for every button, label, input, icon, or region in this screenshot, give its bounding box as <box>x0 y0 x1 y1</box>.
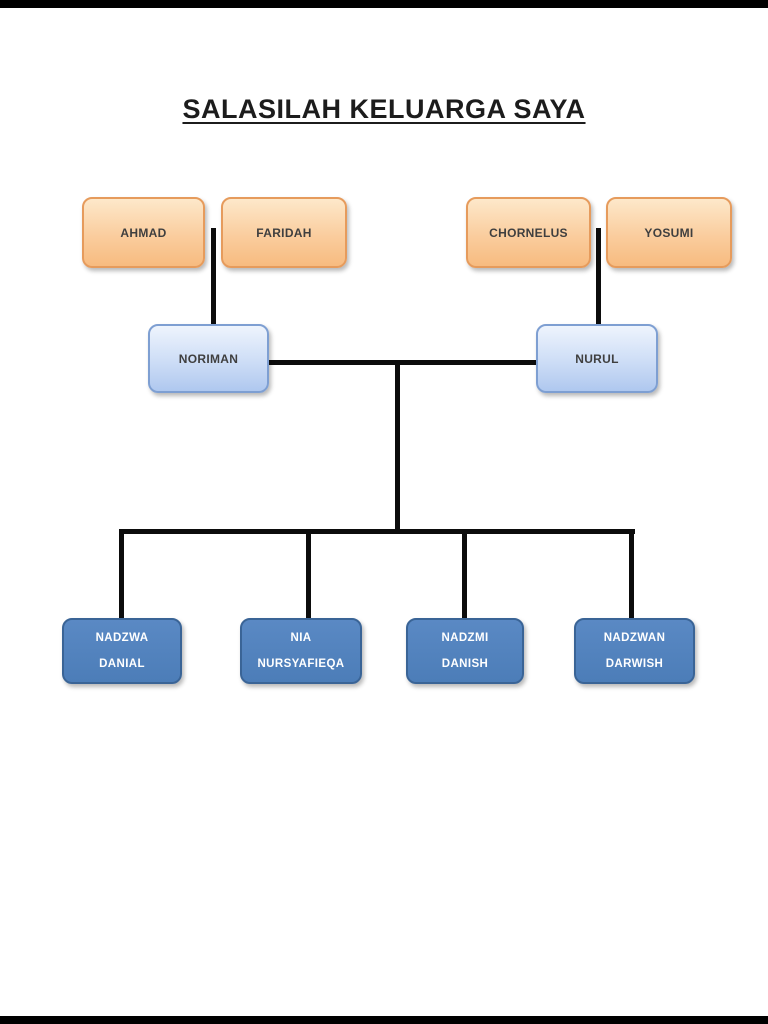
tree-node-child-3: NADZMI DANISH <box>406 618 524 684</box>
node-label: YOSUMI <box>644 225 694 240</box>
tree-node-paternal-grandmother: FARIDAH <box>221 197 347 268</box>
page-title: SALASILAH KELUARGA SAYA <box>182 94 586 124</box>
node-label-line1: NADZMI <box>441 632 489 644</box>
node-label-line1: NIA <box>290 632 312 644</box>
node-label-line2: NURSYAFIEQA <box>257 658 345 670</box>
tree-node-paternal-grandfather: AHMAD <box>82 197 205 268</box>
tree-node-maternal-grandmother: YOSUMI <box>606 197 732 268</box>
connector-parents-marriage-line <box>267 360 538 365</box>
connector-sibling-bar <box>119 529 635 534</box>
node-label-line2: DARWISH <box>605 658 664 670</box>
connector-right-couple-drop <box>596 228 601 330</box>
connector-left-couple-drop <box>211 228 216 330</box>
connector-center-drop <box>395 363 400 531</box>
node-label: NORIMAN <box>178 351 239 366</box>
node-label: CHORNELUS <box>489 225 568 240</box>
tree-node-child-2: NIA NURSYAFIEQA <box>240 618 362 684</box>
node-label-line1: NADZWAN <box>603 632 666 644</box>
tree-node-mother: NURUL <box>536 324 658 393</box>
connector-child-drop-4 <box>629 532 634 620</box>
tree-node-maternal-grandfather: CHORNELUS <box>466 197 591 268</box>
connector-child-drop-3 <box>462 532 467 620</box>
tree-node-father: NORIMAN <box>148 324 269 393</box>
node-label-line2: DANIAL <box>99 658 145 670</box>
node-label: AHMAD <box>120 225 167 240</box>
top-letterbox-bar <box>0 0 768 8</box>
node-label: NURUL <box>575 351 619 366</box>
tree-node-child-1: NADZWA DANIAL <box>62 618 182 684</box>
tree-node-child-4: NADZWAN DARWISH <box>574 618 695 684</box>
connector-child-drop-2 <box>306 532 311 620</box>
node-label-line1: NADZWA <box>95 632 149 644</box>
bottom-letterbox-bar <box>0 1016 768 1024</box>
node-label: FARIDAH <box>256 225 312 240</box>
connector-child-drop-1 <box>119 532 124 620</box>
node-label-line2: DANISH <box>441 658 489 670</box>
